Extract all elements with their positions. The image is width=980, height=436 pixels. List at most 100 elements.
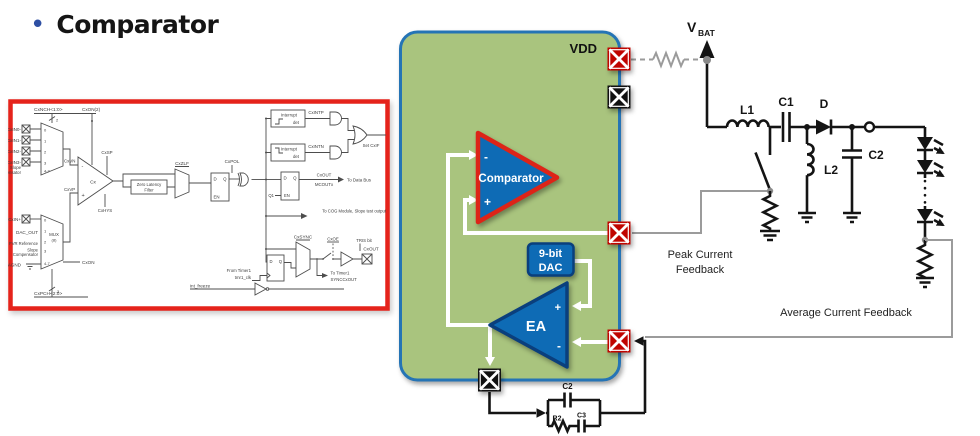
label-intfreeze: int_freeze (190, 284, 211, 289)
ground-icon (843, 211, 861, 224)
c2-label: C2 (868, 148, 884, 162)
capacitor-c1 (781, 112, 791, 142)
mux2-sel-1: 1 (44, 229, 47, 234)
avg-feedback-wire (645, 239, 953, 338)
mux2-sel-47: 4-7 (44, 261, 51, 266)
sync-latch: D Q (266, 254, 285, 282)
label-cxpch: CxPCH<2:0> (34, 291, 62, 297)
label-cxvn: CxVN (64, 159, 75, 164)
comparator-triangle (475, 130, 560, 225)
inverting-input-mux: 0 1 2 3 4-7 (40, 122, 64, 176)
int2-det: det (293, 154, 300, 159)
agnd-ground-icon (26, 263, 41, 270)
label-totimer1: To Timer1 (331, 271, 350, 276)
peak-feedback-label-2: Feedback (676, 264, 725, 276)
data-bus-flipflop: D Q EN (280, 171, 300, 201)
label-bus3: 3 (57, 289, 60, 294)
label-dacout: DAC_OUT (16, 230, 38, 235)
label-tmr1clk: tmr1_clk (235, 275, 252, 280)
label-cxpol: CxPOL (225, 159, 240, 164)
peak-feedback-label-1: Peak Current (668, 249, 733, 261)
cx-comparator: - + Cx (77, 156, 114, 206)
label-synccxout: SYNCCxOUT (331, 277, 358, 282)
bullet-icon: • (30, 9, 46, 40)
c1-label: C1 (778, 95, 794, 109)
dac-block: 9-bit DAC (526, 242, 575, 277)
label-todatabus: To Data Bus (347, 178, 372, 183)
sl-q: Q (279, 259, 283, 264)
label-mux: MUX (49, 232, 59, 237)
pin-cxin1-icon (21, 135, 31, 145)
d-label: D (820, 97, 829, 111)
label-setcxif: Set CxIF (363, 143, 380, 148)
pin-cxinp-icon (21, 214, 31, 224)
label-cxout-pin: CxOUT (363, 247, 379, 252)
label-cxvp: CxVP (64, 187, 75, 192)
ea-minus: - (557, 339, 561, 353)
output-connector (863, 121, 876, 133)
error-amplifier-block: + - EA (488, 281, 569, 369)
peak-sense-resistor (760, 191, 780, 231)
and-gate-falling (329, 145, 342, 160)
label-q1: Q1 (268, 193, 274, 198)
latch1-q: Q (223, 177, 227, 182)
vbat-arrow-icon (699, 40, 715, 58)
vbat-sub: BAT (698, 28, 716, 38)
label-cx: Cx (90, 180, 96, 186)
dac-label-2: DAC (539, 262, 563, 274)
label-cxsync: CxSYNC (294, 235, 313, 240)
cx-plus: + (82, 193, 85, 199)
label-bus2: 2 (56, 118, 59, 123)
mux-sel-1: 1 (44, 139, 47, 144)
label-tocog: To COG Module, Slope test output (322, 209, 387, 214)
output-latch: D Q EN (210, 172, 230, 202)
dac-rect (526, 242, 575, 277)
red-frame (8, 99, 390, 311)
int1-det: det (293, 120, 300, 125)
mux-sel-0: 0 (44, 128, 47, 133)
label-fvr: FVR Reference (9, 241, 39, 246)
pin-ea-output-icon (478, 368, 501, 392)
pin-vdd-icon (607, 47, 631, 71)
interrupt-detector-rising: Interrupt det (270, 109, 306, 128)
avg-feedback-label: Average Current Feedback (780, 307, 912, 319)
diode-d (816, 119, 831, 135)
led-2 (917, 160, 933, 173)
comparator-block: - + Comparator (475, 130, 560, 225)
ea-label: EA (526, 319, 547, 335)
label-cxout-mcoutx-2: MCOUTx (315, 182, 334, 187)
mux-sel-3: 3 (44, 161, 47, 166)
led-1 (917, 137, 933, 150)
boost-rail (707, 112, 925, 142)
ground-icon (760, 229, 780, 242)
switch-blade (754, 152, 772, 191)
label-zlf1: Zero Latency (137, 182, 162, 187)
int2-label: Interrupt (281, 147, 298, 152)
label-slope1b: Slope (27, 248, 38, 253)
led-n (917, 209, 933, 222)
l2-label: L2 (824, 163, 838, 177)
zero-latency-filter: Zero Latency Filter (130, 179, 168, 195)
pin-cxin0-icon (21, 124, 31, 134)
label-slope1: Slope (10, 165, 22, 170)
page-title: • Comparator (30, 9, 219, 40)
ea-plus: + (555, 302, 561, 314)
ea-triangle (488, 281, 569, 369)
label-cxnch: CxNCH<1:0> (34, 107, 63, 113)
sl-d: D (270, 259, 273, 264)
page-title-text: Comparator (56, 10, 219, 39)
label-cxsp: CxSP (101, 150, 112, 155)
latch1-en: EN (214, 195, 220, 200)
pin-cxin2-icon (21, 146, 31, 156)
pin-peak-feedback-icon (607, 221, 631, 245)
int-freeze-buffer (190, 282, 344, 296)
dac-label-1: 9-bit (539, 248, 563, 260)
pin-nc-icon (607, 85, 631, 109)
label-trisbit: TRIS bit (356, 238, 372, 243)
mcu-pins (478, 47, 631, 392)
cxin-pins (21, 124, 41, 167)
polarity-xor-gate (237, 172, 249, 187)
tris-output-buffer (340, 251, 354, 267)
interrupt-detector-falling: Interrupt det (270, 143, 306, 162)
noninverting-input-mux: 0 1 2 3 4-7 MUX (8) (40, 214, 64, 270)
